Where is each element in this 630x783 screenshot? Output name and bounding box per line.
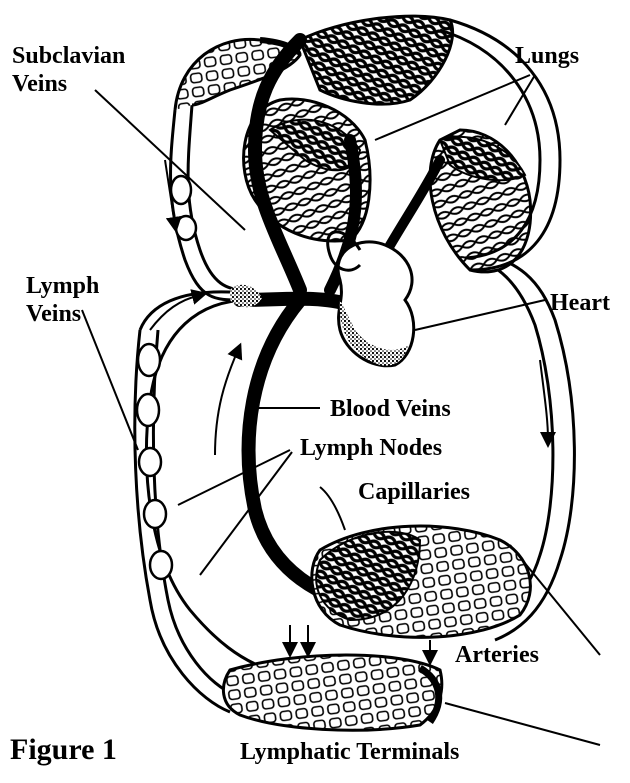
label-lymph-veins: Lymph Veins	[26, 274, 99, 326]
label-subclavian-line1: Subclavian	[12, 44, 125, 68]
label-arteries: Arteries	[455, 643, 539, 667]
label-subclavian-veins: Subclavian Veins	[12, 44, 125, 96]
leader-capillaries	[320, 487, 345, 530]
label-lymphatic-terminals: Lymphatic Terminals	[240, 740, 459, 764]
label-lymph-veins-line1: Lymph	[26, 274, 99, 298]
leader-lungs-right	[505, 75, 535, 125]
label-heart: Heart	[550, 291, 610, 315]
label-lymph-veins-line2: Veins	[26, 302, 99, 326]
leader-lymphatic-terminals	[445, 703, 600, 745]
leader-subclavian	[95, 90, 245, 230]
leader-heart	[415, 300, 545, 330]
label-subclavian-line2: Veins	[12, 72, 125, 96]
label-lymph-nodes: Lymph Nodes	[300, 436, 442, 460]
figure-caption: Figure 1	[10, 735, 117, 765]
lung-top-capillaries	[300, 16, 453, 104]
label-blood-veins: Blood Veins	[330, 397, 451, 421]
leader-lymph-veins	[82, 310, 138, 450]
lower-lymph-terminal-bed	[223, 655, 441, 730]
label-lungs: Lungs	[515, 44, 579, 68]
label-capillaries: Capillaries	[358, 480, 470, 504]
lymph-vein-chain-right	[188, 105, 245, 290]
lymph-vein-valves	[137, 176, 196, 579]
